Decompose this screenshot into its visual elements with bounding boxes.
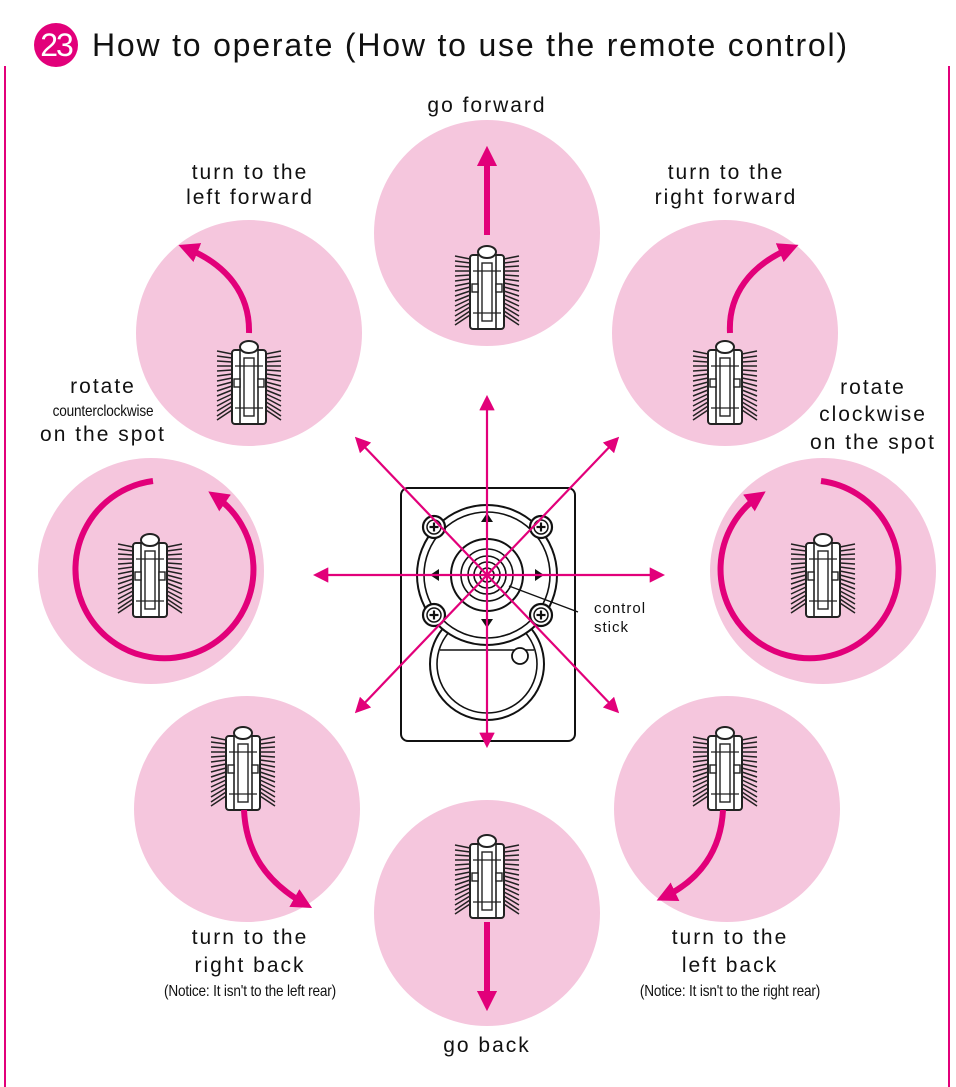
stick-down-left-arrow-icon xyxy=(354,574,488,714)
control-stick-leader-line xyxy=(508,585,579,613)
left-back-notice: (Notice: It isn't to the right rear) xyxy=(639,983,821,1001)
page-border-right xyxy=(948,66,950,1087)
go-forward-text: go forward xyxy=(427,94,547,117)
stick-up-left-arrow-icon xyxy=(354,436,488,576)
right-back-line2: right back xyxy=(194,954,306,978)
right-forward-arrow-icon xyxy=(726,243,799,334)
right-forward-line1: turn to the xyxy=(667,161,785,184)
right-back-notice: (Notice: It isn't to the left rear) xyxy=(163,983,336,1001)
stick-up-right-arrow-icon xyxy=(486,436,620,576)
ccw-arrow-icon xyxy=(72,478,257,662)
stick-down-right-arrow-icon xyxy=(486,574,620,714)
label-control-stick: control stick xyxy=(594,600,646,638)
left-forward-line1: turn to the xyxy=(191,161,309,184)
label-right-forward: turn to the right forward xyxy=(626,160,826,210)
cw-line1: rotate xyxy=(840,376,906,399)
right-forward-circle xyxy=(612,220,838,446)
right-back-arrow-icon xyxy=(241,809,313,909)
left-forward-arrow-icon xyxy=(178,243,253,334)
left-back-arrow-icon xyxy=(656,809,726,901)
page-border-left xyxy=(4,66,6,1087)
right-forward-line2: right forward xyxy=(654,186,798,210)
direction-circles xyxy=(38,120,936,1026)
left-back-line2: left back xyxy=(681,954,779,978)
label-right-back: turn to the right back (Notice: It isn't… xyxy=(110,925,390,1002)
step-number-badge: 23 xyxy=(34,23,78,67)
control-stick-line1: control xyxy=(594,600,647,617)
left-back-line1: turn to the xyxy=(671,926,789,949)
label-left-back: turn to the left back (Notice: It isn't … xyxy=(590,925,870,1002)
ccw-line1: rotate xyxy=(70,375,136,398)
label-go-forward: go forward xyxy=(387,93,587,118)
ccw-line3: on the spot xyxy=(40,423,166,447)
label-go-back: go back xyxy=(387,1033,587,1058)
cw-line3: on the spot xyxy=(810,430,936,454)
ccw-line2: counterclockwise xyxy=(52,403,154,421)
remote-controller-icon xyxy=(400,487,579,742)
label-rotate-ccw: rotate counterclockwise on the spot xyxy=(18,374,188,448)
label-left-forward: turn to the left forward xyxy=(150,160,350,210)
cw-arrow-icon xyxy=(717,478,902,662)
left-forward-line2: left forward xyxy=(186,186,314,210)
label-rotate-cw: rotate clockwise on the spot xyxy=(798,374,948,456)
control-stick-line2: stick xyxy=(594,618,629,636)
page-title: How to operate (How to use the remote co… xyxy=(92,26,849,63)
go-back-text: go back xyxy=(443,1034,531,1057)
cw-line2: clockwise xyxy=(819,403,927,427)
header: 23 How to operate (How to use the remote… xyxy=(34,20,849,70)
right-back-line1: turn to the xyxy=(191,926,309,949)
